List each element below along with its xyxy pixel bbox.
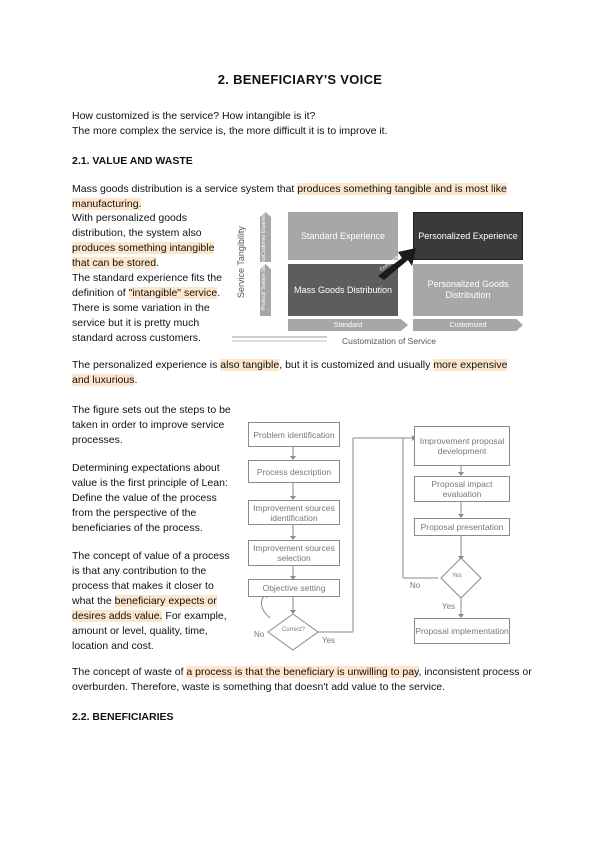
- paragraph-value-concept: The concept of value of a process is tha…: [72, 549, 234, 654]
- step-improvement-sources-selection: Improvement sources selection: [248, 540, 340, 566]
- service-matrix-figure: Service Tangibility Customer Experience …: [232, 206, 532, 356]
- text: With personalized goods distribution, th…: [72, 212, 202, 239]
- paragraph-expectations: Determining expectations about value is …: [72, 462, 228, 534]
- paragraph-mass-goods: Mass goods distribution is a service sys…: [72, 182, 522, 212]
- section-heading-value-waste: 2.1. VALUE AND WASTE: [72, 155, 193, 167]
- step-problem-identification: Problem identification: [248, 422, 340, 447]
- step-proposal-impact-evaluation: Proposal impact evaluation: [414, 476, 510, 502]
- intro-line-2: The more complex the service is, the mor…: [72, 125, 388, 137]
- y-bottom-label: Product/ System Service: [261, 255, 267, 310]
- complexity-arrow-icon: [378, 248, 416, 280]
- x-axis-standard: Standard: [288, 319, 408, 331]
- step-proposal-presentation: Proposal presentation: [414, 518, 510, 536]
- text: .: [134, 374, 138, 386]
- paragraph-figure-steps: The figure sets out the steps to be take…: [72, 404, 231, 446]
- text: The concept of waste of: [72, 666, 187, 678]
- improvement-flowchart: Problem identification Process descripti…: [238, 418, 528, 658]
- figure-footnote-line: [232, 336, 327, 342]
- highlight: "intangible" service: [128, 287, 218, 299]
- decision-right: Yes: [452, 573, 462, 579]
- intro: How customized is the service? How intan…: [72, 109, 532, 139]
- highlight: a process is that the beneficiary is unw…: [186, 666, 419, 678]
- y-top-label: Customer Experience: [261, 207, 267, 256]
- text: The personalized experience is: [72, 359, 221, 371]
- section-heading-beneficiaries: 2.2. BENEFICIARIES: [72, 711, 174, 723]
- text: The standard experience fits the definit…: [72, 272, 223, 299]
- page-title: 2. BENEFICIARY'S VOICE: [217, 72, 383, 87]
- y-axis-arrow-bottom: [260, 264, 271, 316]
- x-axis-customized: Customized: [413, 319, 523, 331]
- decision-correct: Correct?: [282, 627, 306, 633]
- text: For example, amount or level, quality, t…: [72, 610, 227, 652]
- step-objective-setting: Objective setting: [248, 579, 340, 597]
- label-yes-right: Yes: [442, 602, 456, 611]
- paragraph-personalized-goods: With personalized goods distribution, th…: [72, 211, 230, 271]
- highlight: also tangible: [220, 359, 280, 371]
- text: The concept of value of a process is tha…: [72, 550, 230, 607]
- x-axis-label: Customization of Service: [342, 336, 437, 346]
- cell-personalized-goods-distribution: Personalized Goods Distribution: [413, 264, 523, 316]
- cell-personalized-experience: Personalized Experience: [413, 212, 523, 260]
- text: .: [156, 257, 159, 269]
- paragraph-left-block: With personalized goods distribution, th…: [72, 211, 230, 346]
- step-improvement-proposal-development: Improvement proposal development: [414, 426, 510, 466]
- highlight: produces something intangible that can b…: [72, 242, 215, 269]
- text: , inconsistent process or overburden. Th…: [72, 666, 532, 693]
- text: . There is some variation in the service…: [72, 287, 221, 344]
- label-no-right: No: [410, 581, 421, 590]
- paragraph-standard-experience: The standard experience fits the definit…: [72, 271, 230, 346]
- y-axis-arrow-top: [260, 212, 271, 262]
- paragraph-waste: The concept of waste of a process is tha…: [72, 665, 532, 695]
- label-no-left: No: [254, 630, 265, 639]
- y-axis-label: Service Tangibility: [236, 226, 246, 298]
- step-process-description: Process description: [248, 460, 340, 483]
- step-improvement-sources-identification: Improvement sources identification: [248, 500, 340, 525]
- label-yes-left: Yes: [322, 636, 336, 645]
- step-proposal-implementation: Proposal implementation: [414, 618, 510, 644]
- cell-mass-goods-distribution: Mass Goods Distribution: [288, 264, 398, 316]
- cell-standard-experience: Standard Experience: [288, 212, 398, 260]
- intro-line-1: How customized is the service? How intan…: [72, 110, 316, 122]
- text: , but it is customized and usually: [279, 359, 434, 371]
- paragraph-personalized-experience: The personalized experience is also tang…: [72, 358, 522, 388]
- text: Mass goods distribution is a service sys…: [72, 183, 298, 195]
